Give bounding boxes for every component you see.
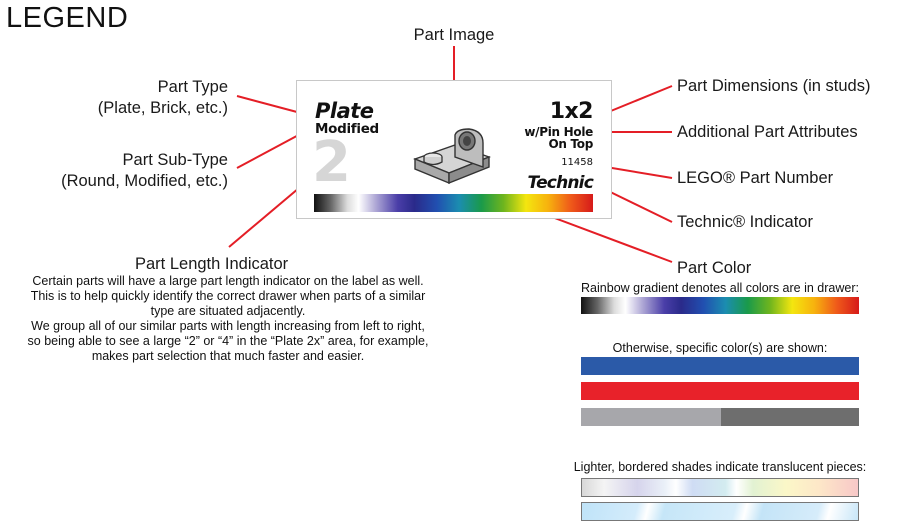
callout-lego-part-number: LEGO® Part Number bbox=[677, 169, 834, 187]
note-line: Certain parts will have a large part len… bbox=[32, 274, 424, 288]
note-line: This is to help quickly identify the cor… bbox=[30, 289, 426, 303]
callout-part-color: Part Color bbox=[677, 259, 752, 277]
length-indicator-note: Certain parts will have a large part len… bbox=[4, 274, 452, 364]
blue-swatch bbox=[581, 357, 859, 375]
rainbow-note: Rainbow gradient denotes all colors are … bbox=[581, 281, 859, 295]
callout-technic-indicator: Technic® Indicator bbox=[677, 213, 813, 231]
plate-part-icon bbox=[413, 128, 491, 185]
callout-part-type-examples: (Plate, Brick, etc.) bbox=[97, 99, 228, 117]
callout-part-subtype: Part Sub-Type (Round, Modified, etc.) bbox=[20, 150, 228, 192]
callout-additional-attributes: Additional Part Attributes bbox=[677, 123, 858, 141]
light-gray-swatch bbox=[581, 408, 721, 426]
connector-part-subtype bbox=[236, 130, 307, 169]
specific-colors-note: Otherwise, specific color(s) are shown: bbox=[612, 341, 828, 355]
translucent-rainbow-swatch bbox=[581, 478, 859, 497]
dark-gray-swatch bbox=[721, 408, 859, 426]
part-dimensions-text: 1x2 bbox=[549, 99, 594, 124]
note-line: We group all of our similar parts with l… bbox=[31, 319, 425, 333]
callout-part-subtype-examples: (Round, Modified, etc.) bbox=[61, 172, 228, 190]
callout-part-dimensions: Part Dimensions (in studs) bbox=[677, 77, 871, 95]
part-attribute-line2: On Top bbox=[548, 137, 593, 151]
red-swatch bbox=[581, 382, 859, 400]
rainbow-swatch bbox=[581, 297, 859, 314]
part-subtype-text: Modified bbox=[315, 121, 379, 137]
note-line: makes part selection that much faster an… bbox=[91, 349, 365, 363]
part-color-gradient-bar bbox=[314, 194, 593, 212]
sample-drawer-label: 2 Plate Modified 1x2 w/Pin Hole On Top 1… bbox=[296, 80, 612, 219]
translucent-blue-swatch bbox=[581, 502, 859, 521]
callout-part-image: Part Image bbox=[413, 26, 495, 44]
callout-part-subtype-title: Part Sub-Type bbox=[122, 151, 228, 169]
callout-part-type-title: Part Type bbox=[157, 78, 228, 96]
part-type-text: Plate bbox=[315, 99, 374, 123]
page-title: LEGEND bbox=[6, 2, 129, 34]
lego-part-number-text: 11458 bbox=[561, 157, 593, 168]
note-line: so being able to see a large “2” or “4” … bbox=[27, 334, 429, 348]
part-length-number: 2 bbox=[312, 130, 351, 195]
technic-indicator-text: Technic bbox=[527, 173, 593, 193]
part-attribute-line1: w/Pin Hole bbox=[524, 125, 593, 139]
connector-dimensions bbox=[600, 85, 673, 116]
note-line: type are situated adjacently. bbox=[150, 304, 306, 318]
translucent-note: Lighter, bordered shades indicate transl… bbox=[573, 460, 867, 474]
callout-part-type: Part Type (Plate, Brick, etc.) bbox=[40, 77, 228, 119]
callout-length-indicator: Part Length Indicator bbox=[135, 255, 289, 273]
gray-split-swatch bbox=[581, 408, 859, 426]
